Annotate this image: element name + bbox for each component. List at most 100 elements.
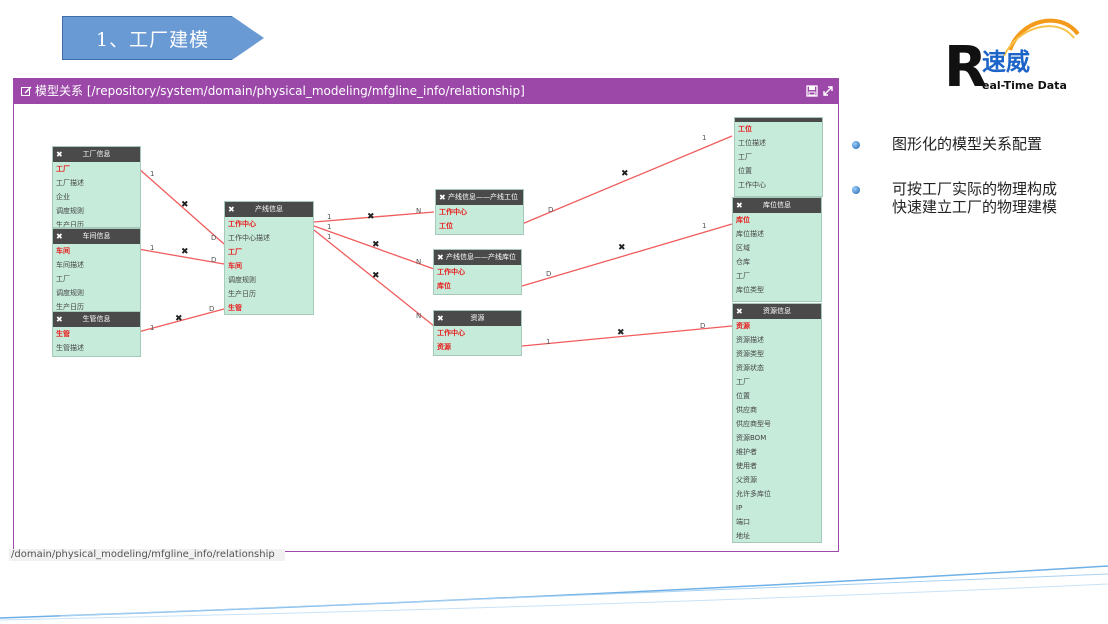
bullet-text: 可按工厂实际的物理构成快速建立工厂的物理建模 — [892, 180, 1058, 216]
close-icon[interactable]: ✖ — [437, 314, 444, 323]
close-icon[interactable]: ✖ — [56, 315, 63, 324]
entity-field[interactable]: 使用者 — [736, 462, 757, 470]
svg-text:速威: 速威 — [982, 48, 1030, 76]
entity-field[interactable]: 车间 — [228, 262, 242, 270]
entity-field[interactable]: 位置 — [738, 167, 752, 175]
entity-field[interactable]: 供应商型号 — [736, 420, 771, 428]
entity-station[interactable]: 工位 工位描述 工厂 位置 工作中心 — [734, 117, 823, 197]
relation-close-icon[interactable]: ✖ — [372, 271, 380, 281]
entity-field[interactable]: 调度规则 — [56, 207, 84, 215]
entity-field[interactable]: 库位 — [736, 216, 750, 224]
close-icon[interactable]: ✖ — [439, 193, 446, 202]
relation-close-icon[interactable]: ✖ — [175, 314, 183, 324]
close-icon[interactable]: ✖ — [56, 150, 63, 159]
entity-field[interactable]: 调度规则 — [56, 289, 84, 297]
entity-warehouse[interactable]: ✖库位信息 库位 库位描述 区域 仓库 工厂 库位类型 — [732, 197, 822, 302]
entity-field[interactable]: 允许多库位 — [736, 490, 771, 498]
entity-field[interactable]: 生管描述 — [56, 344, 84, 352]
entity-field[interactable]: 工作中心 — [439, 208, 467, 216]
entity-field[interactable]: IP — [736, 504, 743, 512]
close-icon[interactable]: ✖ — [736, 201, 743, 210]
entity-field[interactable]: 工作中心描述 — [228, 234, 270, 242]
entity-field[interactable]: 库位 — [437, 282, 451, 290]
entity-field[interactable]: 生产日历 — [56, 221, 84, 228]
editor-title: 模型关系 [/repository/system/domain/physical… — [35, 84, 525, 98]
save-icon[interactable] — [806, 85, 818, 97]
relation-line — [313, 211, 435, 223]
close-icon[interactable]: ✖ — [437, 253, 444, 262]
entity-field[interactable]: 资源类型 — [736, 350, 764, 358]
cardinality-label: 1 — [702, 134, 707, 142]
entity-field[interactable]: 工厂 — [56, 165, 70, 173]
relation-close-icon[interactable]: ✖ — [621, 169, 629, 179]
entity-field[interactable]: 调度规则 — [228, 276, 256, 284]
entity-field[interactable]: 工厂描述 — [56, 179, 84, 187]
cardinality-label: D — [700, 322, 706, 330]
entity-field[interactable]: 车间 — [56, 247, 70, 255]
entity-field[interactable]: 工位 — [738, 125, 752, 133]
svg-text:eal-Time Data: eal-Time Data — [982, 79, 1067, 92]
entity-production[interactable]: ✖生管信息 生管 生管描述 — [52, 311, 141, 357]
entity-field[interactable]: 父资源 — [736, 476, 757, 484]
entity-field[interactable]: 资源描述 — [736, 336, 764, 344]
entity-field[interactable]: 资源 — [437, 343, 451, 351]
entity-field[interactable]: 端口 — [736, 518, 750, 526]
entity-field[interactable]: 生产日历 — [56, 303, 84, 311]
close-icon[interactable]: ✖ — [736, 307, 743, 316]
section-title: 1、工厂建模 — [96, 29, 210, 51]
entity-field[interactable]: 车间描述 — [56, 261, 84, 269]
close-icon[interactable]: ✖ — [56, 232, 63, 241]
close-icon[interactable]: ✖ — [228, 205, 235, 214]
entity-field[interactable]: 工厂 — [56, 275, 70, 283]
entity-field[interactable]: 仓库 — [736, 258, 750, 266]
entity-field[interactable]: 工作中心 — [738, 181, 766, 189]
entity-field[interactable]: 区域 — [736, 244, 750, 252]
entity-workshop[interactable]: ✖车间信息 车间 车间描述 工厂 调度规则 生产日历 — [52, 228, 141, 312]
entity-field[interactable]: 工位描述 — [738, 139, 766, 147]
relation-close-icon[interactable]: ✖ — [181, 200, 189, 210]
entity-resource-link[interactable]: ✖资源 工作中心 资源 — [433, 310, 522, 356]
relation-line — [313, 229, 435, 327]
entity-field[interactable]: 位置 — [736, 392, 750, 400]
entity-field[interactable]: 工位 — [439, 222, 453, 230]
entity-field[interactable]: 库位类型 — [736, 286, 764, 294]
entity-field[interactable]: 资源 — [736, 322, 750, 330]
cardinality-label: D — [211, 234, 217, 242]
cardinality-label: 1 — [150, 170, 155, 178]
entity-factory[interactable]: ✖工厂信息 工厂 工厂描述 企业 调度规则 生产日历 — [52, 146, 141, 228]
relation-close-icon[interactable]: ✖ — [617, 328, 625, 338]
relation-close-icon[interactable]: ✖ — [181, 247, 189, 257]
entity-field[interactable]: 生管 — [56, 330, 70, 338]
edit-icon — [21, 86, 32, 96]
company-logo: R 速威 eal-Time Data — [944, 18, 1080, 94]
entity-field[interactable]: 生产日历 — [228, 290, 256, 298]
relation-close-icon[interactable]: ✖ — [367, 212, 375, 222]
entity-field[interactable]: 地址 — [736, 532, 750, 540]
expand-icon[interactable] — [822, 85, 834, 97]
diagram-canvas[interactable]: 1 D 1 D 1 D 1 1 1 N N N D 1 D 1 1 D ✖ ✖ … — [14, 104, 838, 551]
entity-field[interactable]: 工厂 — [738, 153, 752, 161]
cardinality-label: D — [209, 305, 215, 313]
entity-field[interactable]: 工厂 — [228, 248, 242, 256]
entity-line-station[interactable]: ✖产线信息——产线工位 工作中心 工位 — [435, 189, 524, 235]
cardinality-label: 1 — [702, 222, 707, 230]
entity-field[interactable]: 维护者 — [736, 448, 757, 456]
entity-field[interactable]: 生管 — [228, 304, 242, 312]
entity-field[interactable]: 工作中心 — [437, 329, 465, 337]
entity-line[interactable]: ✖产线信息 工作中心 工作中心描述 工厂 车间 调度规则 生产日历 生管 — [224, 201, 314, 315]
entity-field[interactable]: 供应商 — [736, 406, 757, 414]
relation-close-icon[interactable]: ✖ — [372, 240, 380, 250]
entity-field[interactable]: 资源状态 — [736, 364, 764, 372]
relation-line — [521, 135, 733, 225]
relation-close-icon[interactable]: ✖ — [618, 243, 626, 253]
entity-field[interactable]: 工厂 — [736, 272, 750, 280]
entity-field[interactable]: 资源BOM — [736, 434, 767, 442]
entity-field[interactable]: 企业 — [56, 193, 70, 201]
relation-line — [521, 223, 733, 287]
entity-field[interactable]: 工作中心 — [228, 220, 256, 228]
entity-resource[interactable]: ✖资源信息 资源 资源描述 资源类型 资源状态 工厂 位置 供应商 供应商型号 … — [732, 303, 822, 543]
entity-field[interactable]: 工作中心 — [437, 268, 465, 276]
entity-field[interactable]: 工厂 — [736, 378, 750, 386]
entity-line-warehouse[interactable]: ✖产线信息——产线库位 工作中心 库位 — [433, 249, 522, 295]
entity-field[interactable]: 库位描述 — [736, 230, 764, 238]
